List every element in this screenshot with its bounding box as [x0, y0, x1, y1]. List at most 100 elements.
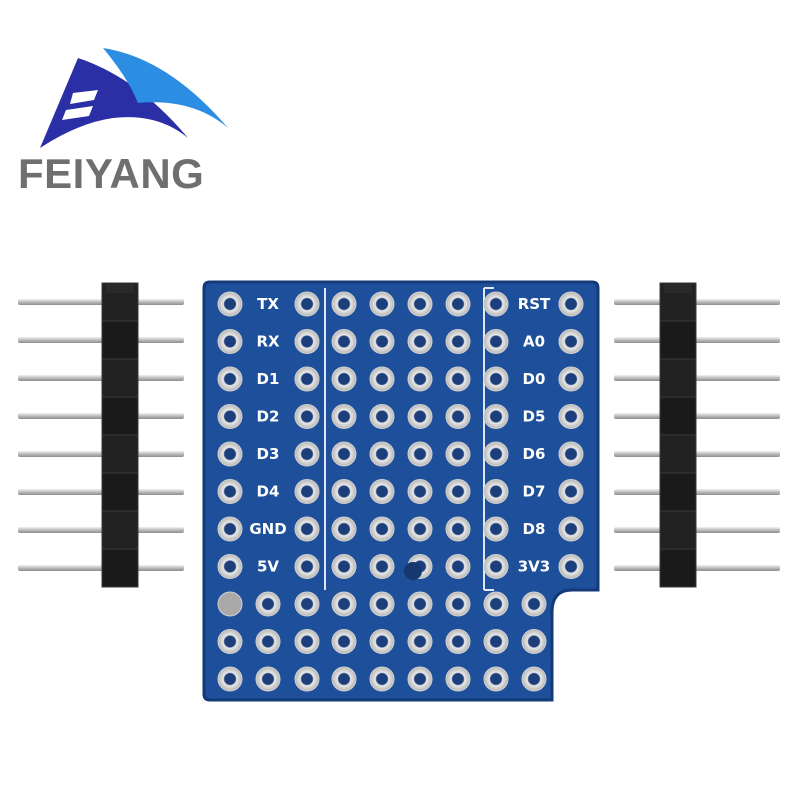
solder-pad — [217, 366, 243, 392]
solder-pad — [331, 479, 357, 504]
pin-label-right: D8 — [523, 520, 546, 538]
right-pin-header — [614, 282, 780, 588]
solder-pad — [369, 329, 395, 354]
pin-label-right: 3V3 — [518, 558, 550, 576]
header-pin — [614, 451, 780, 457]
pin-label-right: A0 — [523, 333, 545, 351]
solder-pad — [407, 366, 433, 392]
solder-pad — [331, 554, 357, 579]
header-pin — [18, 527, 184, 533]
header-top — [664, 283, 692, 293]
solder-pad — [294, 666, 320, 692]
solder-pad — [483, 591, 509, 617]
solder-pad — [294, 479, 320, 504]
pin-label-left: TX — [257, 295, 279, 313]
header-pin — [614, 565, 780, 571]
solder-pad — [369, 516, 395, 542]
solder-pad — [521, 666, 547, 692]
header-block — [659, 510, 697, 550]
pin-label-left: GND — [249, 520, 286, 538]
solder-pad — [483, 479, 509, 504]
pin-label-left: D3 — [257, 445, 280, 463]
solder-pad — [217, 666, 243, 692]
solder-pad — [483, 291, 509, 317]
solder-pad — [369, 441, 395, 467]
header-block — [101, 434, 139, 474]
pin-label-left: 5V — [257, 558, 279, 576]
header-block — [101, 510, 139, 550]
solder-pad — [369, 666, 395, 692]
solder-pad — [331, 666, 357, 692]
header-block — [659, 396, 697, 436]
solder-pad — [558, 366, 584, 392]
solder-pad — [407, 404, 433, 429]
solder-pad — [217, 479, 243, 504]
logo-light-wave — [103, 48, 228, 128]
solder-pad — [521, 629, 547, 654]
solder-pad — [294, 291, 320, 317]
solder-pad — [407, 666, 433, 692]
header-block — [101, 472, 139, 512]
solder-pad — [558, 554, 584, 579]
solder-pad — [255, 591, 281, 617]
header-block — [101, 320, 139, 360]
left-pin-header — [18, 282, 184, 588]
pin-label-right: D0 — [523, 370, 546, 388]
solder-pad — [558, 291, 584, 317]
pin-label-right: D6 — [523, 445, 546, 463]
pin-label-right: RST — [518, 295, 551, 313]
solder-pad — [483, 516, 509, 542]
header-block — [101, 396, 139, 436]
solder-pad — [558, 404, 584, 429]
solder-pad — [331, 629, 357, 654]
header-block — [101, 548, 139, 588]
solder-pad — [407, 591, 433, 617]
header-block — [659, 548, 697, 588]
solder-pad — [369, 554, 395, 579]
solder-pad — [217, 441, 243, 467]
solder-pad — [294, 441, 320, 467]
header-pin — [18, 489, 184, 495]
solder-pad — [445, 516, 471, 542]
solder-pad — [445, 479, 471, 504]
solder-pad — [521, 591, 547, 617]
solder-pad — [217, 404, 243, 429]
pin-label-right: D5 — [523, 408, 546, 426]
solder-pad — [217, 591, 243, 617]
solder-pad — [483, 404, 509, 429]
solder-pad — [445, 666, 471, 692]
solder-pad — [294, 404, 320, 429]
header-top — [106, 283, 134, 293]
mounting-mark — [404, 562, 422, 580]
solder-pad — [445, 366, 471, 392]
solder-pad — [331, 291, 357, 317]
solder-pad — [294, 366, 320, 392]
header-pin — [18, 451, 184, 457]
header-pin — [18, 337, 184, 343]
solder-pad — [217, 329, 243, 354]
header-block — [659, 472, 697, 512]
header-pin — [614, 489, 780, 495]
solder-pad — [445, 591, 471, 617]
brand-name: FEIYANG — [18, 150, 205, 197]
pin-label-left: RX — [256, 333, 280, 351]
solder-pad — [483, 366, 509, 392]
solder-pad — [369, 366, 395, 392]
solder-pad — [294, 629, 320, 654]
solder-pad — [369, 629, 395, 654]
solder-pad — [445, 404, 471, 429]
solder-pad — [445, 291, 471, 317]
solder-pad — [217, 516, 243, 542]
solder-pad — [331, 516, 357, 542]
solder-pad — [407, 329, 433, 354]
solder-pad — [331, 329, 357, 354]
header-pin — [614, 527, 780, 533]
solder-pad — [558, 516, 584, 542]
solder-pad — [217, 291, 243, 317]
solder-pad — [407, 516, 433, 542]
logo-dark-wave — [40, 58, 188, 148]
header-pin — [614, 299, 780, 305]
logo-stripes — [62, 90, 98, 120]
